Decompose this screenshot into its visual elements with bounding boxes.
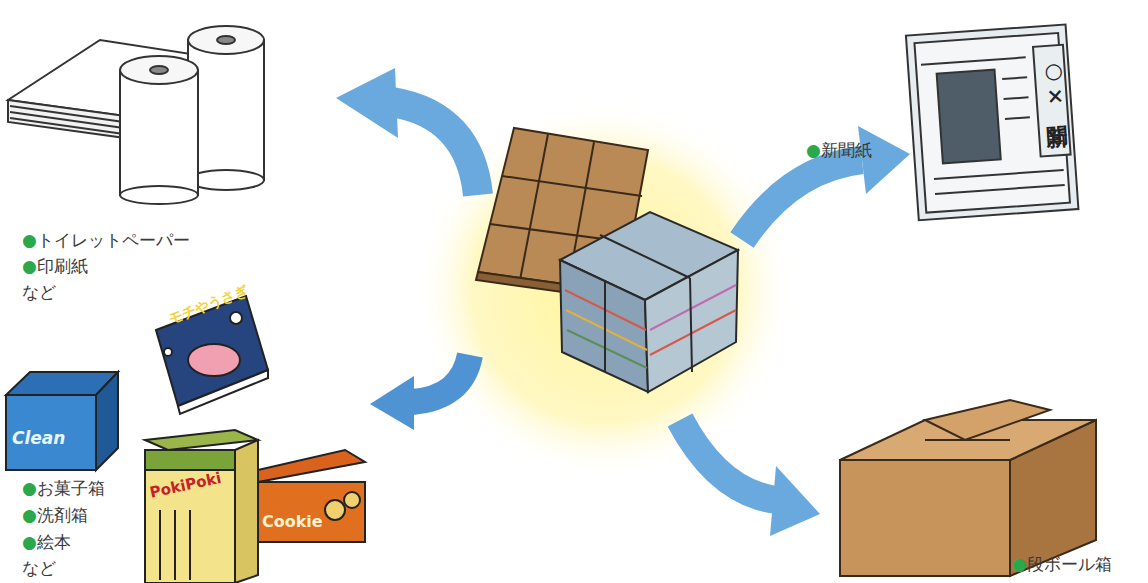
flow-arrow-part — [412, 355, 470, 402]
product-label: ●トイレットペーパー — [22, 230, 190, 250]
newspaper — [906, 24, 1079, 220]
flow-arrow-part — [336, 68, 398, 138]
toilet-roll-part — [188, 170, 264, 190]
picture-book-part — [164, 348, 172, 356]
newspaper-bundle-part — [600, 235, 690, 278]
product-label: ●絵本 — [22, 532, 71, 552]
toilet-roll-part — [150, 66, 168, 74]
newspaper-part — [935, 185, 1065, 194]
newspaper-bundle-part — [690, 278, 692, 372]
newspaper-bundle-part — [604, 280, 606, 372]
package-text: ○×新聞 — [1038, 57, 1069, 109]
snack-box — [145, 430, 258, 583]
product-label: ●印刷紙 — [22, 256, 88, 276]
newspaper-bundle-part — [650, 310, 736, 355]
cardboard-box — [840, 400, 1096, 576]
product-label: ●洗剤箱 — [22, 505, 88, 525]
cookie-box-part — [258, 450, 365, 482]
toilet-roll — [120, 26, 264, 204]
newspaper-part — [921, 57, 1026, 64]
snack-box-part — [145, 450, 235, 583]
product-label: ●段ボール箱 — [1012, 554, 1112, 574]
paper-stack-part — [10, 118, 138, 136]
picture-book-part — [178, 370, 268, 414]
newspaper-bundle-part — [645, 250, 738, 392]
newspaper-bundle — [560, 212, 738, 392]
newspaper-part — [906, 24, 1079, 220]
newspaper-bundle-part — [560, 260, 648, 392]
newspaper-part — [914, 33, 1070, 213]
newspaper-part — [1033, 45, 1071, 157]
flow-arrow-part — [370, 376, 414, 430]
cardboard-sheet-part — [520, 134, 548, 280]
flow-arrow — [680, 420, 820, 536]
detergent-box-part — [96, 372, 118, 470]
newspaper-bundle-part — [567, 330, 647, 368]
cookie-box-part — [325, 500, 345, 520]
flow-arrow-part — [392, 102, 478, 195]
picture-book-part — [230, 312, 242, 324]
cookie-box-part — [258, 482, 365, 542]
toilet-roll-part — [120, 56, 198, 84]
newspaper-part — [1005, 117, 1030, 119]
snack-box-part — [145, 450, 235, 470]
product-label: ●お菓子箱 — [22, 478, 105, 498]
product-label: など — [22, 558, 56, 578]
newspaper-part — [1004, 97, 1029, 99]
snack-box-part — [159, 510, 161, 580]
toilet-roll-part — [188, 40, 264, 180]
flow-arrow-part — [680, 420, 776, 500]
package-text: Clean — [12, 428, 65, 448]
newspaper-part — [937, 70, 1001, 164]
flow-arrow-part — [742, 160, 862, 240]
newspaper-bundle-part — [566, 310, 647, 350]
newspaper-part — [1002, 77, 1027, 79]
product-label: ●新聞紙 — [806, 140, 872, 160]
flow-arrow — [742, 126, 910, 240]
detergent-box — [6, 372, 118, 470]
snack-box-part — [189, 510, 191, 580]
cookie-box-part — [344, 492, 360, 508]
newspaper-part — [934, 170, 1064, 179]
picture-book-part — [188, 344, 240, 376]
detergent-box-part — [6, 395, 96, 470]
cardboard-box-part — [925, 400, 1050, 440]
cookie-box — [258, 450, 365, 542]
product-label: など — [22, 282, 56, 302]
snack-box-part — [235, 440, 258, 583]
newspaper-bundle-part — [650, 285, 736, 330]
toilet-roll-part — [188, 26, 264, 54]
cardboard-box-part — [840, 460, 1010, 576]
toilet-roll-part — [217, 36, 235, 44]
flow-arrow — [370, 355, 470, 430]
snack-box-part — [174, 510, 176, 580]
flow-arrow-part — [770, 466, 820, 536]
flow-arrow — [336, 68, 478, 195]
package-text: Cookie — [262, 512, 323, 531]
toilet-roll-part — [120, 186, 198, 204]
cardboard-sheet-part — [502, 176, 642, 196]
toilet-roll-part — [120, 70, 198, 195]
